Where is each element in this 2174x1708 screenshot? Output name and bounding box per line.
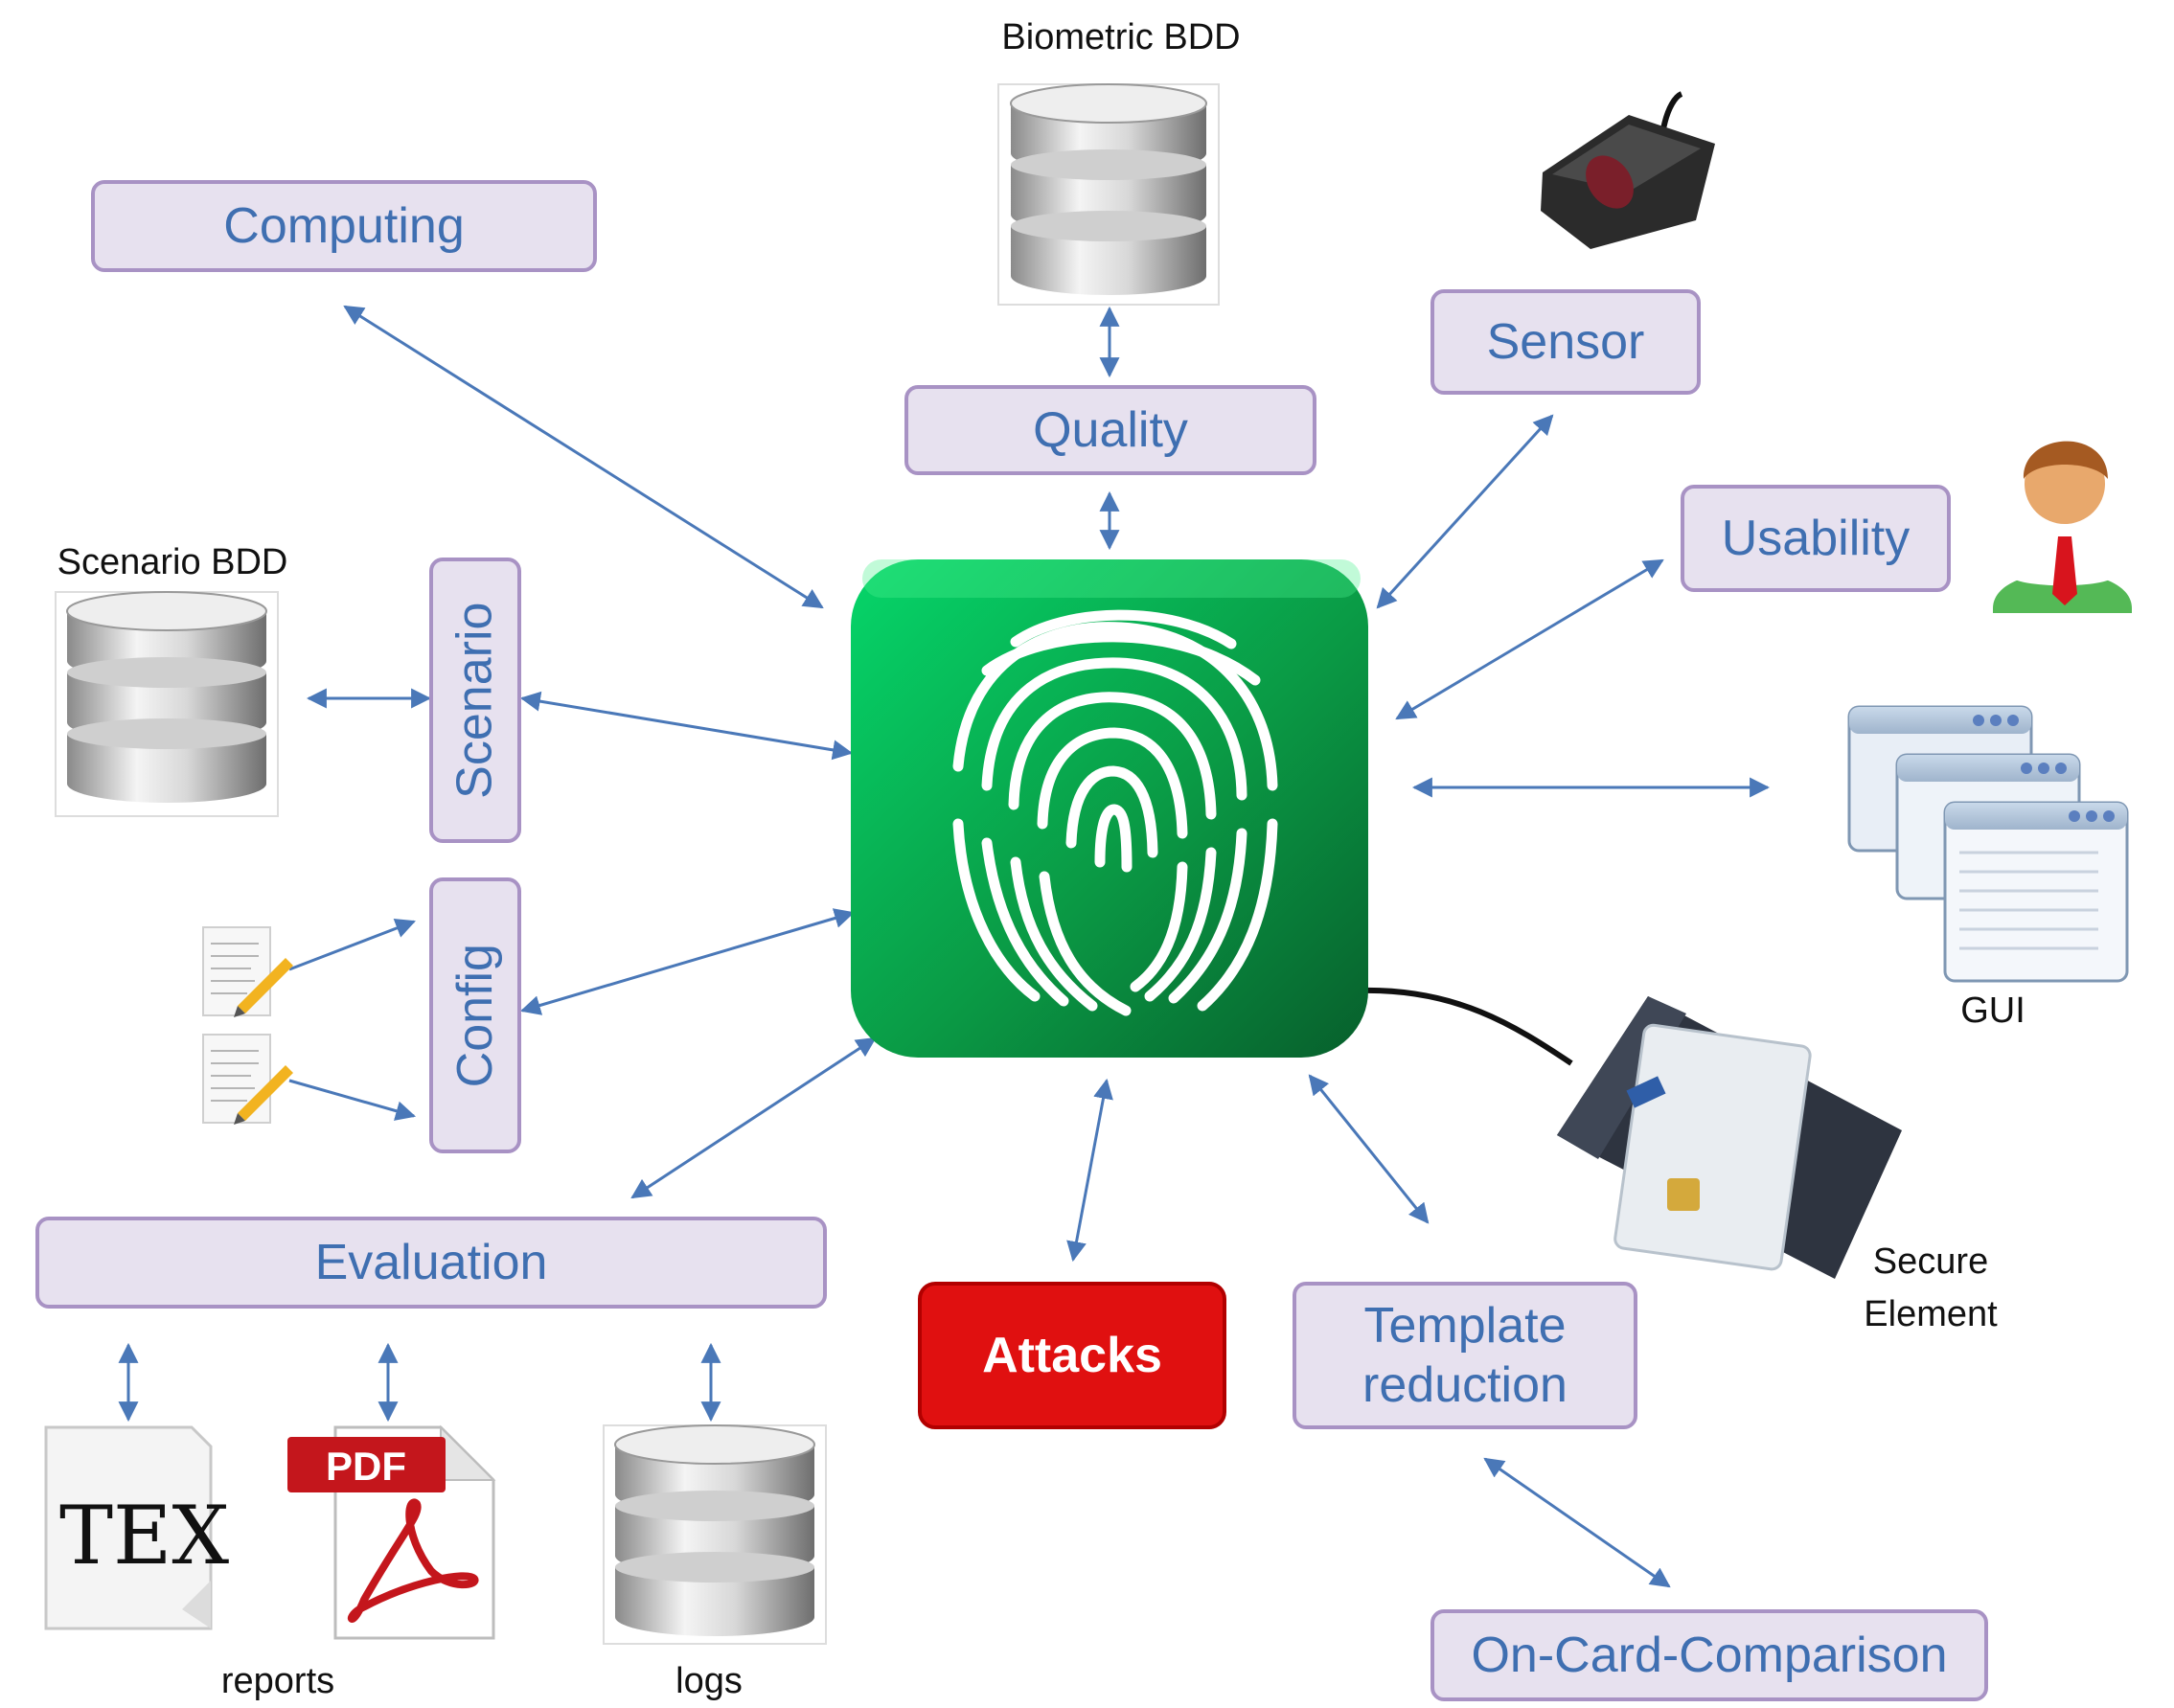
- on-card-comparison-label: On-Card-Comparison: [1471, 1627, 1948, 1683]
- quality-box: Quality: [904, 385, 1316, 475]
- svg-text:TEX: TEX: [59, 1489, 229, 1583]
- attacks-box: Attacks: [918, 1282, 1226, 1429]
- arrow-computing: [343, 305, 824, 609]
- usability-box: Usability: [1681, 485, 1951, 592]
- arrow-template: [1308, 1074, 1430, 1224]
- document-pencil-icon: [202, 926, 293, 1017]
- arrow-file2-config: [288, 1079, 417, 1121]
- config-box: Config: [429, 877, 521, 1153]
- secure-element-line2: Element: [1864, 1294, 1998, 1335]
- arrow-config-center: [519, 908, 856, 1015]
- fingerprint-sensor-icon: [1541, 91, 1715, 249]
- arrow-evaluation: [630, 1036, 877, 1199]
- sensor-label: Sensor: [1486, 313, 1645, 370]
- document-pencil-icon: [202, 1034, 293, 1125]
- usability-label: Usability: [1721, 510, 1911, 566]
- template-reduction-line2: reduction: [1362, 1357, 1568, 1413]
- biometric-bdd-database-icon: [997, 83, 1220, 306]
- sensor-box: Sensor: [1430, 289, 1701, 395]
- arrow-sensor: [1376, 414, 1554, 609]
- gui-caption: GUI: [1960, 991, 2025, 1031]
- tex-document-icon: TEX: [44, 1425, 229, 1630]
- on-card-comparison-box: On-Card-Comparison: [1430, 1609, 1988, 1701]
- quality-label: Quality: [1033, 401, 1188, 458]
- smart-card-reader-icon: [1557, 996, 1902, 1279]
- arrow-scenario: [519, 691, 854, 761]
- fingerprint-icon: [851, 559, 1368, 1058]
- template-reduction-box: Template reduction: [1293, 1282, 1637, 1429]
- template-reduction-line1: Template: [1363, 1297, 1567, 1354]
- reports-caption: reports: [220, 1661, 335, 1701]
- computing-box: Computing: [91, 180, 597, 272]
- secure-element-caption: Secure Element: [1840, 1236, 2022, 1341]
- scenario-bdd-caption: Scenario BDD: [57, 542, 288, 582]
- config-label: Config: [446, 943, 503, 1088]
- logs-database-icon: [603, 1424, 827, 1645]
- svg-text:PDF: PDF: [326, 1444, 406, 1489]
- secure-element-line1: Secure: [1872, 1241, 1989, 1282]
- logs-caption: logs: [675, 1661, 743, 1701]
- reader-cable: [1360, 987, 1573, 1066]
- scenario-label: Scenario: [446, 602, 503, 799]
- user-avatar-icon: [1993, 441, 2132, 613]
- arrow-file1-config: [288, 918, 416, 971]
- computing-label: Computing: [223, 197, 465, 254]
- arrow-occ: [1483, 1457, 1671, 1588]
- window-stack-icon: [1847, 705, 2129, 983]
- arrow-attacks: [1066, 1078, 1113, 1263]
- scenario-box: Scenario: [429, 558, 521, 843]
- biometric-bdd-caption: Biometric BDD: [1001, 17, 1241, 57]
- arrow-usability: [1395, 558, 1664, 720]
- pdf-document-icon: PDF: [287, 1424, 496, 1640]
- evaluation-box: Evaluation: [35, 1217, 827, 1309]
- attacks-label: Attacks: [982, 1328, 1162, 1383]
- scenario-bdd-database-icon: [55, 591, 279, 817]
- evaluation-label: Evaluation: [314, 1234, 548, 1290]
